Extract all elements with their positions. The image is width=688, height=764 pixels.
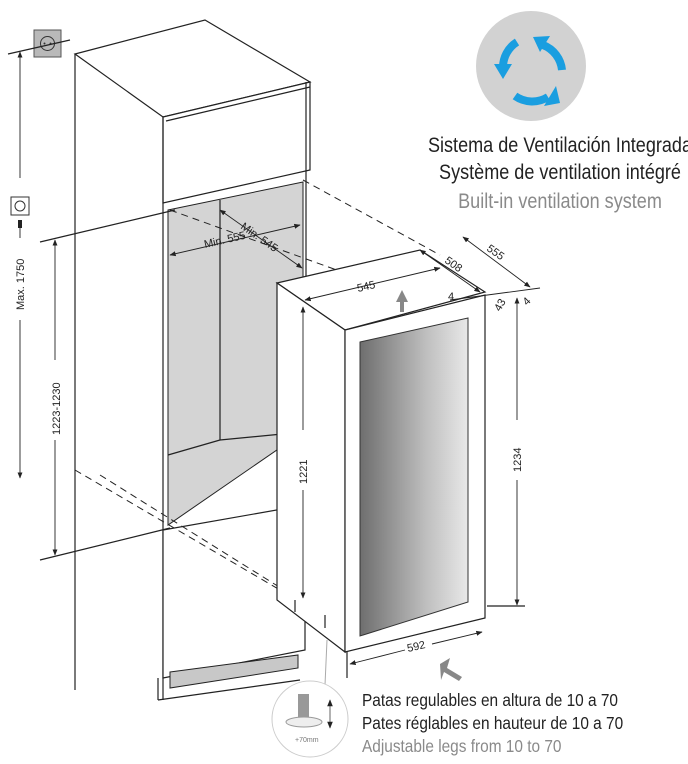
niche-height-label: 1223-1230 [51,382,63,435]
gap-left-label: 4 [448,291,454,303]
ventilation-title-fr: Système de ventilation intégré [439,161,681,184]
tall-cabinet [73,19,312,701]
legs-text-en: Adjustable legs from 10 to 70 [362,736,562,756]
wine-cooler-appliance [275,249,487,654]
door-thickness-label: 43 [492,297,509,314]
legs-text-fr: Pates réglables en hauteur de 10 a 70 [362,713,624,733]
adjustable-leg-inset: +70mm [271,639,349,758]
max-height-label: Max. 1750 [15,259,27,310]
gap-right-label: 4 [521,295,534,308]
leg-inset-label: +70mm [295,737,319,744]
legs-text-es: Patas regulables en altura de 10 a 70 [362,690,618,710]
ventilation-title-es: Sistema de Ventilación Integrada [427,134,688,157]
socket-plug-icon [10,196,30,238]
total-width-label: 592 [406,639,427,655]
max-height-dimension: Max. 1750 [10,51,30,479]
ventilation-title-en: Built-in ventilation system [458,190,662,213]
ventilation-icon [476,11,586,121]
appliance-width-top-label: 545 [356,279,377,295]
total-height-label: 1234 [512,448,524,472]
total-depth-label: 555 [484,243,506,263]
body-height-label: 1221 [298,460,310,484]
airflow-in-arrow-icon [440,658,462,681]
